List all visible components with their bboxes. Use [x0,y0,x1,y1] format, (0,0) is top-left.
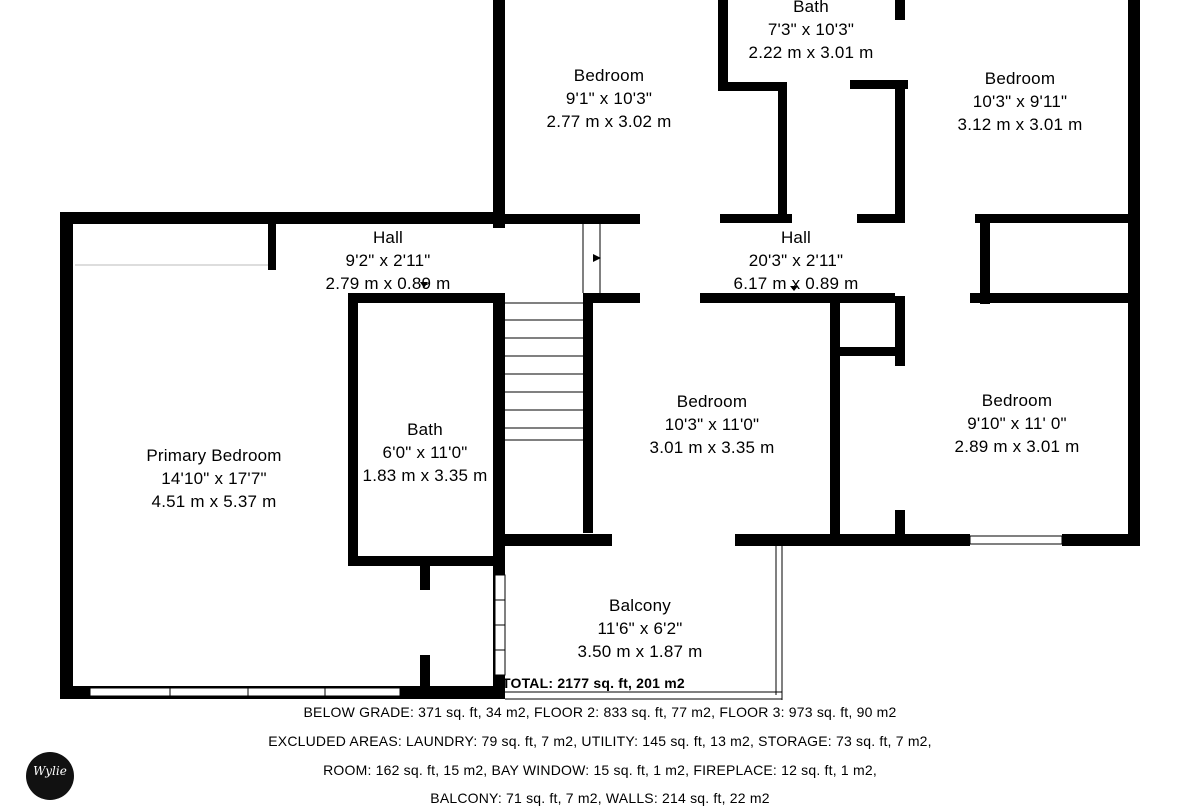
room-name: Bath [793,0,829,16]
wall [700,293,895,303]
wall [60,212,505,224]
wall [493,0,505,228]
room-imperial: 7'3" x 10'3" [767,20,855,39]
room-label-bedroom-top-left: Bedroom 9'1" x 10'3" 2.77 m x 3.02 m [547,64,672,133]
logo-text: Wylie [33,764,67,778]
area-summary-line-3: ROOM: 162 sq. ft, 15 m2, BAY WINDOW: 15 … [323,762,877,778]
wall [505,534,612,546]
room-metric: 3.01 m x 3.35 m [649,438,775,457]
room-name: Bedroom [981,391,1053,410]
wall [1128,0,1140,305]
room-imperial: 20'3" x 2'11" [748,251,844,270]
room-label-hall-right: Hall 20'3" x 2'11" 6.17 m x 0.89 m [734,226,859,295]
room-name: Bedroom [573,66,645,85]
room-imperial: 6'0" x 11'0" [382,443,468,462]
wall [348,293,358,565]
room-label-bedroom-mid: Bedroom 10'3" x 11'0" 3.01 m x 3.35 m [650,390,775,459]
room-metric: 1.83 m x 3.35 m [362,466,488,485]
wall [420,560,430,590]
wall [895,80,905,222]
room-metric: 4.51 m x 5.37 m [151,492,277,511]
total-area: TOTAL: 2177 sq. ft, 201 m2 [502,675,685,691]
room-label-primary-bedroom: Primary Bedroom 14'10" x 17'7" 4.51 m x … [146,444,281,513]
room-label-bedroom-mid-right: Bedroom 9'10" x 11' 0" 2.89 m x 3.01 m [955,389,1080,458]
room-metric: 2.89 m x 3.01 m [954,437,1080,456]
thin-lines [75,224,1063,700]
wall [857,214,905,223]
wall [970,293,1140,303]
room-name: Balcony [609,596,671,615]
room-name: Hall [372,228,404,247]
brand-logo: Wylie [26,752,74,800]
room-name: Bedroom [676,392,748,411]
room-metric: 3.50 m x 1.87 m [577,642,703,661]
wall [720,214,792,223]
room-imperial: 14'10" x 17'7" [161,469,267,488]
wall [718,82,786,91]
room-imperial: 9'1" x 10'3" [565,89,653,108]
wall [583,293,640,303]
room-imperial: 10'3" x 9'11" [972,92,1068,111]
wall [840,347,900,356]
room-metric: 6.17 m x 0.89 m [733,274,859,293]
room-name: Hall [780,228,812,247]
wall [1062,534,1140,546]
room-name: Primary Bedroom [146,446,282,465]
room-imperial: 9'10" x 11' 0" [967,414,1067,433]
room-label-hall-left: Hall 9'2" x 2'11" 2.79 m x 0.89 m [326,226,451,295]
wall [895,510,905,542]
room-name: Bath [407,420,443,439]
room-imperial: 10'3" x 11'0" [664,415,760,434]
room-label-balcony: Balcony 11'6" x 6'2" 3.50 m x 1.87 m [578,594,703,663]
wall [583,293,593,533]
wall [735,534,970,546]
wall [348,293,505,303]
area-summary-line-4: BALCONY: 71 sq. ft, 7 m2, WALLS: 214 sq.… [430,790,770,806]
wall [830,296,840,541]
wall [60,212,73,699]
wall [895,296,905,366]
room-metric: 2.79 m x 0.89 m [325,274,451,293]
wall [850,80,908,89]
wall [493,214,640,224]
wall [975,214,1140,223]
wall [895,0,905,20]
room-label-bedroom-top-right: Bedroom 10'3" x 9'11" 3.12 m x 3.01 m [958,67,1083,136]
room-label-bath-top: Bath 7'3" x 10'3" 2.22 m x 3.01 m [749,0,874,64]
wall [420,655,430,695]
wall [980,214,990,304]
wall [268,222,276,270]
door-markers [420,254,798,291]
room-label-bath-mid: Bath 6'0" x 11'0" 1.83 m x 3.35 m [363,418,488,487]
wall [1128,296,1140,546]
area-summary-line-1: BELOW GRADE: 371 sq. ft, 34 m2, FLOOR 2:… [303,704,897,720]
wall [778,82,787,222]
room-metric: 2.77 m x 3.02 m [546,112,672,131]
room-imperial: 9'2" x 2'11" [345,251,431,270]
room-metric: 2.22 m x 3.01 m [748,43,874,62]
wall [718,0,728,90]
room-metric: 3.12 m x 3.01 m [957,115,1083,134]
area-summary-line-2: EXCLUDED AREAS: LAUNDRY: 79 sq. ft, 7 m2… [268,733,932,749]
room-name: Bedroom [984,69,1056,88]
room-imperial: 11'6" x 6'2" [597,619,683,638]
